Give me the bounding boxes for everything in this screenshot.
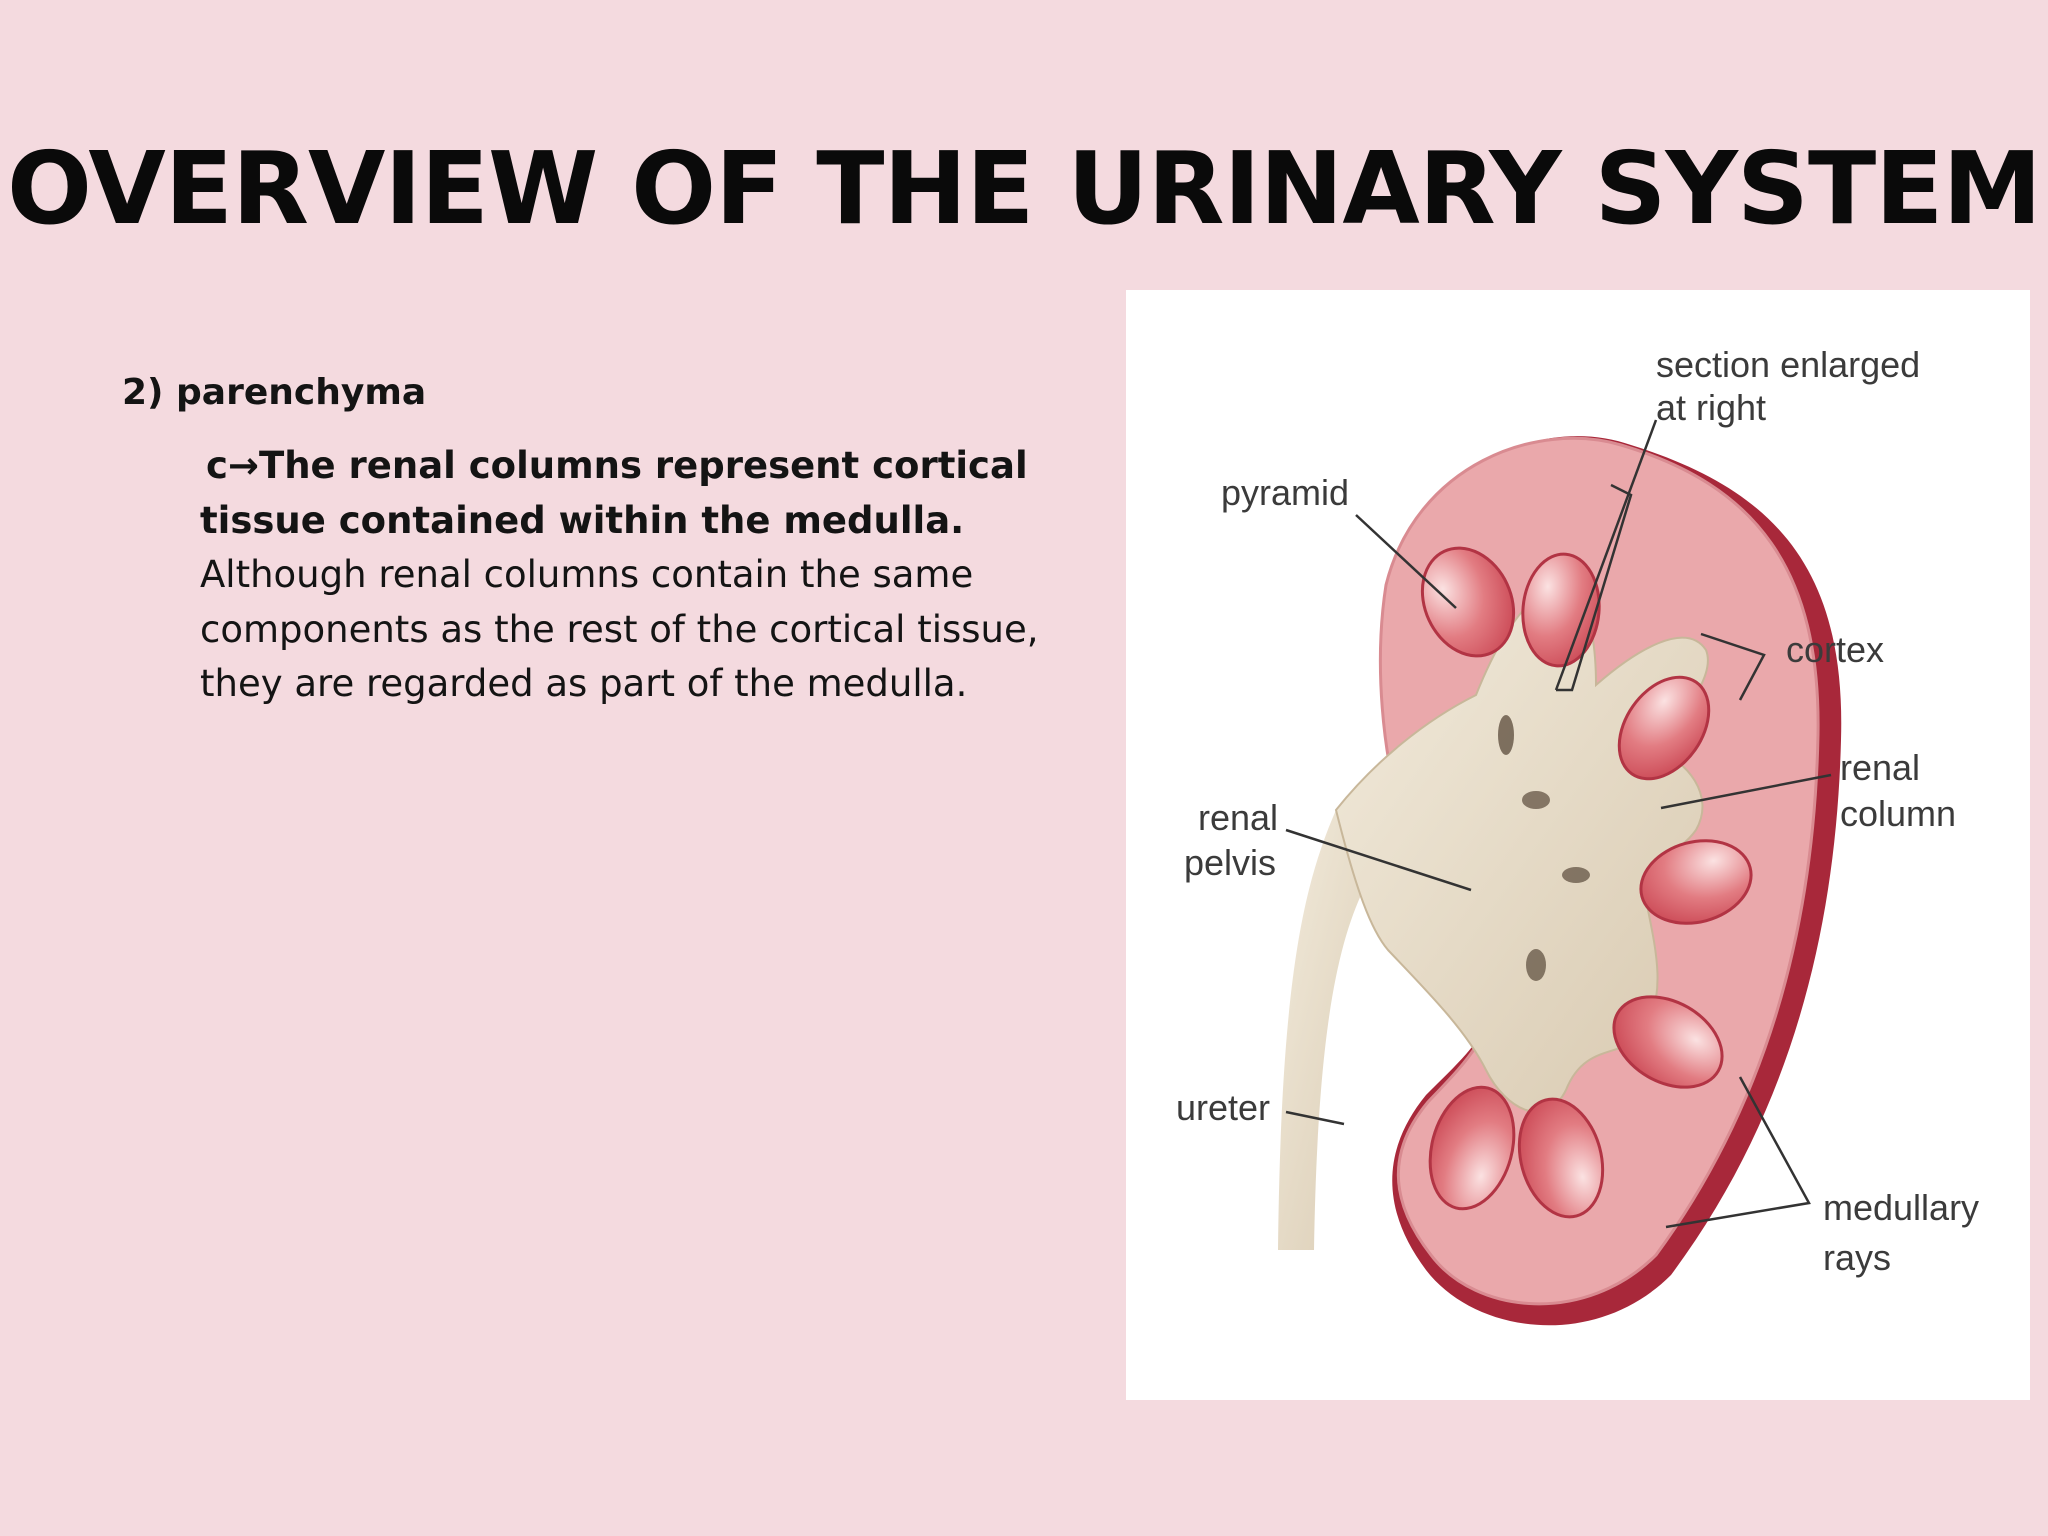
body-text: 2) parenchyma c→The renal columns repres… bbox=[122, 372, 1082, 712]
bold-statement: The renal columns represent cortical tis… bbox=[200, 444, 1028, 542]
ureter-shape bbox=[1278, 810, 1388, 1250]
pyramid-shape bbox=[1521, 552, 1601, 668]
bullet-paragraph: c→The renal columns represent cortical t… bbox=[200, 439, 1082, 712]
slide-title: OVERVIEW OF THE URINARY SYSTEM bbox=[7, 130, 2042, 247]
label-renal-column-1: renal bbox=[1840, 747, 1920, 788]
pyramid-shape bbox=[1517, 1097, 1605, 1219]
pyramid-shape bbox=[1612, 995, 1724, 1089]
pyramid-shape bbox=[1617, 675, 1711, 781]
sinus-hole bbox=[1562, 867, 1590, 883]
sinus-hole bbox=[1522, 791, 1550, 809]
label-renal-pelvis-1: renal bbox=[1198, 797, 1278, 838]
pyramid-shape bbox=[1420, 546, 1516, 658]
label-cortex: cortex bbox=[1786, 629, 1884, 670]
label-renal-column-2: column bbox=[1840, 793, 1956, 834]
label-medullary-1: medullary bbox=[1823, 1187, 1979, 1228]
label-medullary-2: rays bbox=[1823, 1237, 1891, 1278]
sinus-hole bbox=[1526, 949, 1546, 981]
bullet-marker: c bbox=[206, 444, 228, 487]
renal-pyramids bbox=[1420, 546, 1753, 1219]
section-heading: 2) parenchyma bbox=[122, 372, 427, 413]
pyramid-shape bbox=[1639, 839, 1753, 925]
label-section-enlarged: section enlarged bbox=[1656, 344, 1920, 385]
sinus-hole bbox=[1498, 715, 1514, 755]
label-ureter: ureter bbox=[1176, 1087, 1270, 1128]
kidney-diagram-panel: section enlarged at right pyramid cortex… bbox=[1126, 290, 2030, 1400]
arrow-icon: → bbox=[227, 444, 259, 487]
label-at-right: at right bbox=[1656, 387, 1766, 428]
label-pyramid: pyramid bbox=[1221, 472, 1349, 513]
kidney-diagram: section enlarged at right pyramid cortex… bbox=[1176, 344, 1979, 1326]
label-renal-pelvis-2: pelvis bbox=[1184, 842, 1276, 883]
explanation-text: Although renal columns contain the same … bbox=[200, 553, 1039, 705]
leader-lines bbox=[1285, 419, 1832, 1229]
pyramid-shape bbox=[1428, 1085, 1516, 1211]
